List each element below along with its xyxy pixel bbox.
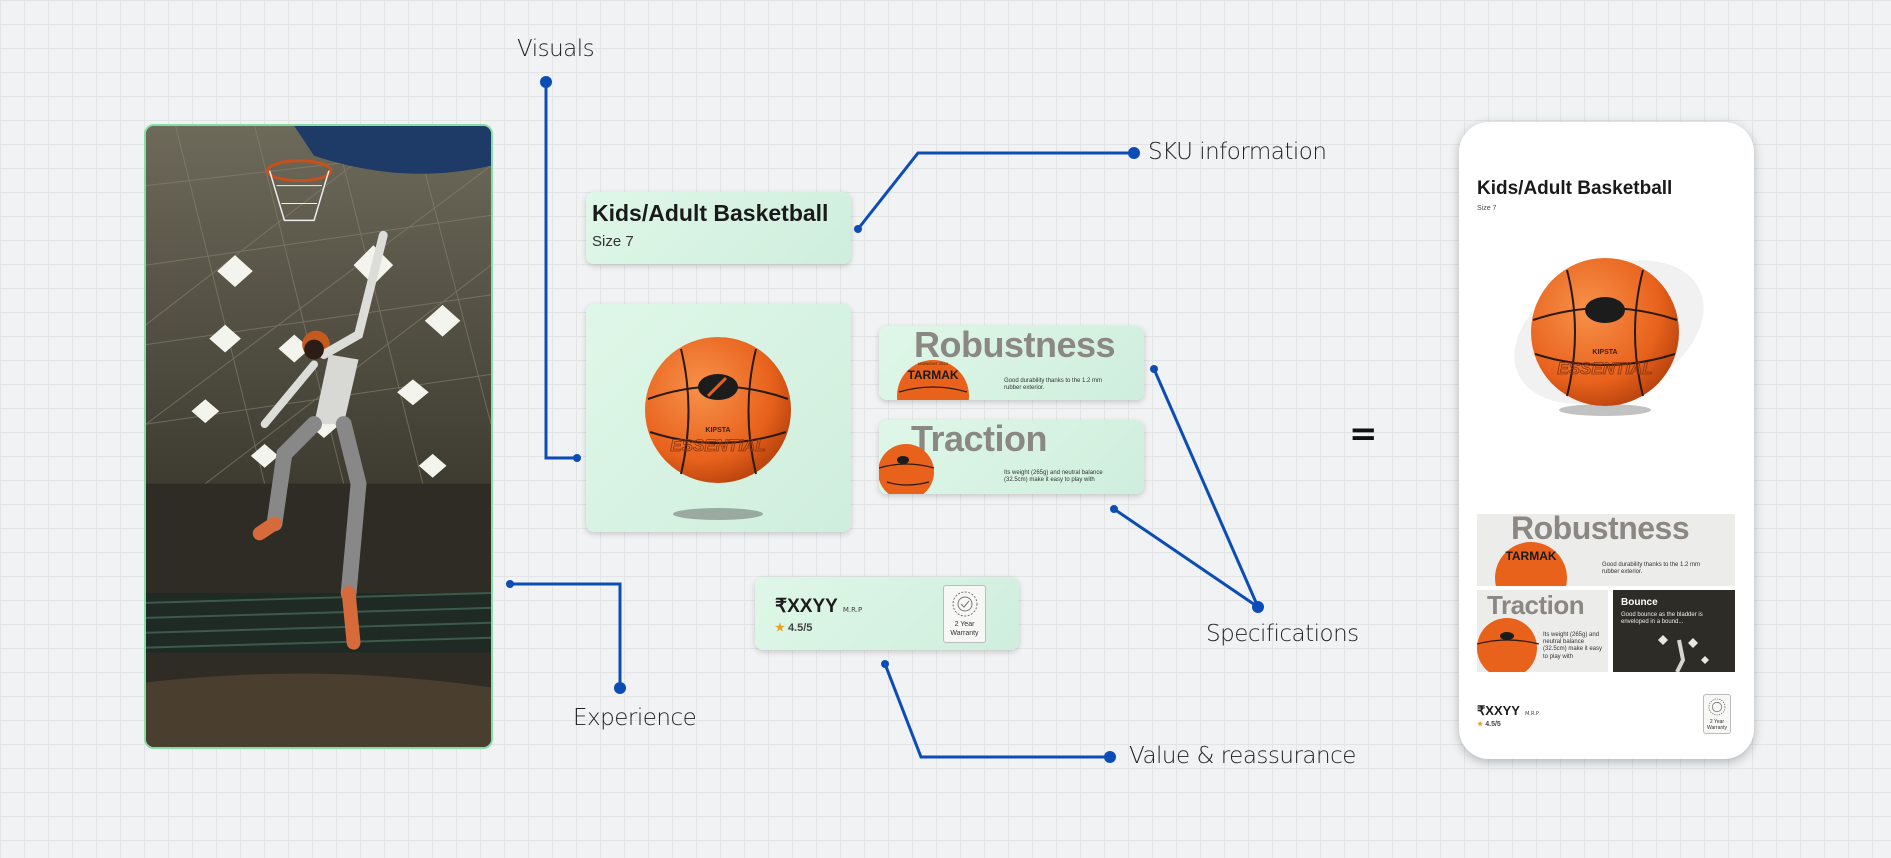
warranty-line1: 2 Year (954, 621, 975, 628)
phone-rating: ★ 4.5/5 (1477, 721, 1501, 728)
experience-connector (510, 582, 622, 688)
warranty-line2: Warranty (950, 630, 979, 637)
connector-dot (1110, 505, 1118, 513)
ball-model: ESSENTIAL (670, 436, 765, 455)
label-specifications: Specifications (1206, 621, 1359, 647)
phone-basketball-image: KIPSTA ESSENTIAL (1514, 258, 1704, 416)
spec-desc-robustness: Good durability thanks to the 1.2 mm rub… (1004, 378, 1103, 392)
price-row: ₹XXYY M.R.P (775, 595, 862, 618)
svg-text:TARMAK: TARMAK (1505, 549, 1556, 563)
svg-text:KIPSTA: KIPSTA (1592, 349, 1617, 356)
phone-title: Kids/Adult Basketball (1477, 178, 1673, 199)
connector-dot (1252, 601, 1264, 613)
connector-dot (1150, 365, 1158, 373)
label-experience: Experience (573, 705, 697, 731)
sku-size: Size 7 (592, 233, 634, 250)
equals-sign: = (1349, 414, 1378, 454)
basketball-image: KIPSTA ESSENTIAL (645, 337, 791, 520)
price-value: XXYY (787, 596, 838, 617)
connector-dot (881, 660, 889, 668)
visuals-connector (544, 82, 577, 460)
spec-connector-robustness (1152, 368, 1260, 608)
connector-dot (854, 225, 862, 233)
connector-dot (540, 76, 552, 88)
phone-spec-traction: Traction Its weight (265g) and neutral b… (1477, 590, 1608, 672)
traction-ball (879, 444, 935, 494)
product-image-card: KIPSTA ESSENTIAL (586, 304, 851, 532)
svg-text:MIDNIGHT 2024: MIDNIGHT 2024 (918, 361, 948, 366)
price-mrp: M.R.P (842, 606, 863, 614)
spec-title-traction: Traction (911, 420, 1048, 459)
phone-spec-bounce: Bounce Good bounce as the bladder is env… (1613, 590, 1735, 672)
label-visuals: Visuals (517, 36, 595, 62)
experience-photo (144, 124, 493, 749)
connector-dot (1128, 147, 1140, 159)
connector-dot (506, 580, 514, 588)
warranty-badge: 2 Year Warranty (943, 585, 986, 643)
spec-desc-traction: Its weight (265g) and neutral balance (3… (1004, 470, 1103, 484)
svg-text:ESSENTIAL: ESSENTIAL (1557, 359, 1652, 378)
robustness-ball: MIDNIGHT 2024 TARMAK (897, 360, 969, 400)
phone-size: Size 7 (1477, 205, 1497, 212)
price-card: ₹XXYY M.R.P ★ 4.5/5 2 Year Warranty (755, 577, 1019, 650)
rating: ★ 4.5/5 (775, 621, 812, 634)
value-connector (883, 663, 1110, 759)
rating-value: 4.5/5 (787, 622, 813, 634)
phone-spec-robustness: Robustness TARMAK Good durability thanks… (1477, 514, 1735, 586)
sku-connector (856, 151, 1134, 230)
spec-connector-traction (1113, 507, 1259, 609)
ball-brand: KIPSTA (705, 427, 730, 434)
star-icon: ★ (775, 622, 785, 634)
label-sku-information: SKU information (1148, 139, 1327, 165)
price-currency: ₹ (775, 596, 788, 617)
warranty-badge-icon (952, 591, 977, 617)
connector-dot (1104, 751, 1116, 763)
connector-dot (614, 682, 626, 694)
label-value-reassurance: Value & reassurance (1129, 743, 1356, 769)
phone-warranty-badge: 2 Year Warranty (1703, 694, 1731, 734)
spec-card-robustness: Robustness MIDNIGHT 2024 TARMAK Good dur… (879, 326, 1144, 400)
spec-card-traction: Traction Its weight (265g) and neutral b… (879, 420, 1144, 494)
spec-title-robustness: Robustness (914, 326, 1116, 365)
phone-price-row: ₹XXYY M.R.P (1477, 703, 1539, 718)
phone-mockup: Kids/Adult Basketball Size 7 KIPSTA ESSE… (1459, 122, 1754, 759)
sku-title: Kids/Adult Basketball (592, 200, 829, 226)
sku-card: Kids/Adult Basketball Size 7 (586, 192, 851, 264)
robustness-brand: TARMAK (907, 368, 958, 382)
connector-dot (573, 454, 581, 462)
